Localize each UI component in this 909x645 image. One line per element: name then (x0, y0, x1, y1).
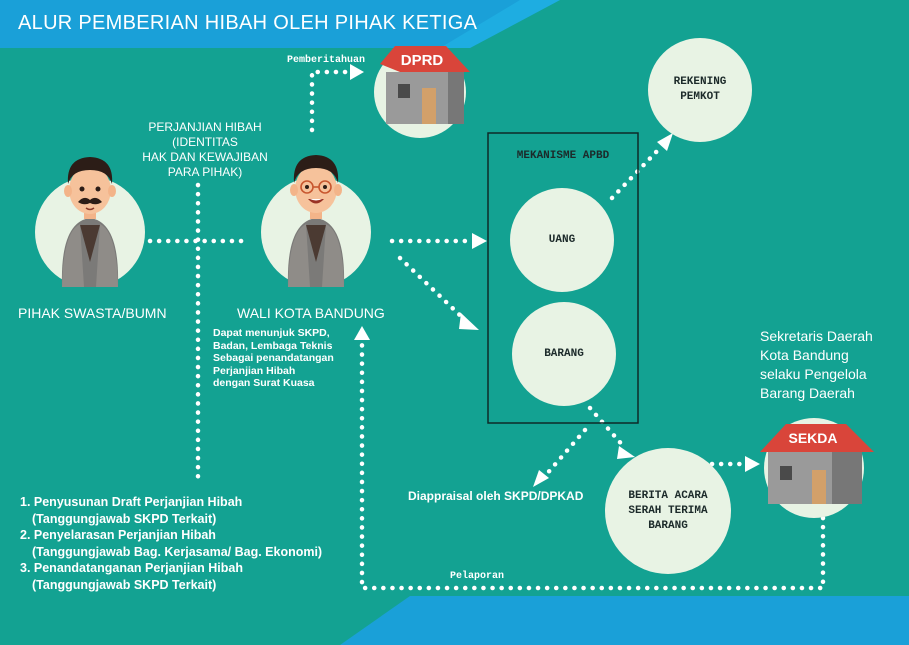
sekretaris-daerah-label: Sekretaris Daerah Kota Bandung selaku Pe… (760, 327, 873, 403)
rekening-line: PEMKOT (680, 91, 720, 103)
barang-node: BARANG (512, 302, 616, 406)
connector-wali-barang (397, 255, 468, 323)
perjanjian-line: PERJANJIAN HIBAH (148, 120, 262, 134)
step-note: (Tanggungjawab SKPD Terkait) (32, 577, 217, 592)
connector-pelaporan (359, 337, 826, 591)
pihak-swasta-label: PIHAK SWASTA/BUMN (18, 305, 167, 321)
rekening-node: REKENING PEMKOT (648, 38, 752, 142)
step-note: (Tanggungjawab SKPD Terkait) (32, 511, 217, 526)
government-building-icon (374, 46, 470, 138)
step-item: 2. Penyelarasan Perjanjian Hibah (20, 528, 216, 542)
arrow-to-sekda (745, 456, 760, 472)
barang-label: BARANG (544, 348, 584, 360)
wali-kota-note: Dapat menunjuk SKPD, Badan, Lembaga Tekn… (213, 327, 334, 390)
government-building-icon (760, 418, 874, 518)
berita-line: BARANG (648, 519, 688, 532)
header-banner (0, 0, 560, 48)
arrow-to-rekening (657, 133, 673, 151)
perjanjian-hibah-label: PERJANJIAN HIBAH (IDENTITAS HAK DAN KEWA… (130, 120, 280, 180)
perjanjian-line: HAK DAN KEWAJIBAN (142, 150, 268, 164)
header-banner-accent (440, 0, 560, 48)
footer-band (340, 596, 909, 645)
mekanisme-label: MEKANISME APBD (516, 150, 610, 162)
steps-list: 1. Penyusunan Draft Perjanjian Hibah (Ta… (20, 494, 322, 593)
arrow-to-wali (354, 326, 370, 340)
arrow-to-dprd (350, 64, 364, 80)
dprd-sign: DPRD (400, 52, 444, 69)
uang-label: UANG (548, 234, 576, 246)
berita-line: SERAH TERIMA (628, 504, 708, 517)
person-mustache-icon (61, 157, 119, 287)
sekretaris-line: Kota Bandung (760, 347, 849, 363)
sekretaris-line: selaku Pengelola (760, 366, 867, 382)
note-line: Dapat menunjuk SKPD, (213, 327, 330, 339)
wali-kota-label: WALI KOTA BANDUNG (237, 305, 385, 321)
person-glasses-icon (287, 155, 345, 287)
sekretaris-line: Barang Daerah (760, 385, 855, 401)
note-line: Badan, Lembaga Teknis (213, 339, 333, 352)
perjanjian-line: (IDENTITAS (172, 135, 238, 149)
arrow-to-barang (459, 313, 479, 330)
uang-node: UANG (510, 188, 614, 292)
page-title: ALUR PEMBERIAN HIBAH OLEH PIHAK KETIGA (18, 12, 478, 34)
note-line: Perjanjian Hibah (213, 364, 296, 377)
note-line: Sebagai penandatangan (213, 352, 334, 364)
mekanisme-frame (487, 132, 639, 424)
berita-acara-node: BERITA ACARA SERAH TERIMA BARANG (605, 448, 731, 574)
berita-line: BERITA ACARA (628, 489, 708, 502)
arrow-to-berita (617, 446, 635, 459)
step-note: (Tanggungjawab Bag. Kerjasama/ Bag. Ekon… (32, 544, 323, 559)
step-item: 3. Penandatanganan Perjanjian Hibah (20, 561, 243, 575)
pelaporan-label: Pelaporan (450, 571, 505, 582)
connector-barang-appraisal (542, 427, 588, 479)
connector-wali-dprd (309, 69, 353, 133)
diappraisal-label: Diappraisal oleh SKPD/DPKAD (408, 489, 584, 503)
rekening-line: REKENING (673, 76, 727, 88)
sekda-sign: SEKDA (788, 430, 838, 446)
step-item: 1. Penyusunan Draft Perjanjian Hibah (20, 495, 243, 509)
sekretaris-line: Sekretaris Daerah (760, 328, 873, 344)
arrow-to-uang (472, 233, 487, 249)
arrow-to-appraisal (533, 470, 549, 487)
connector-barang-berita (587, 405, 628, 451)
connector-uang-rekening (609, 145, 663, 201)
note-line: dengan Surat Kuasa (213, 377, 315, 389)
perjanjian-line: PARA PIHAK) (167, 165, 243, 179)
pemberitahuan-label: Pemberitahuan (287, 55, 366, 66)
